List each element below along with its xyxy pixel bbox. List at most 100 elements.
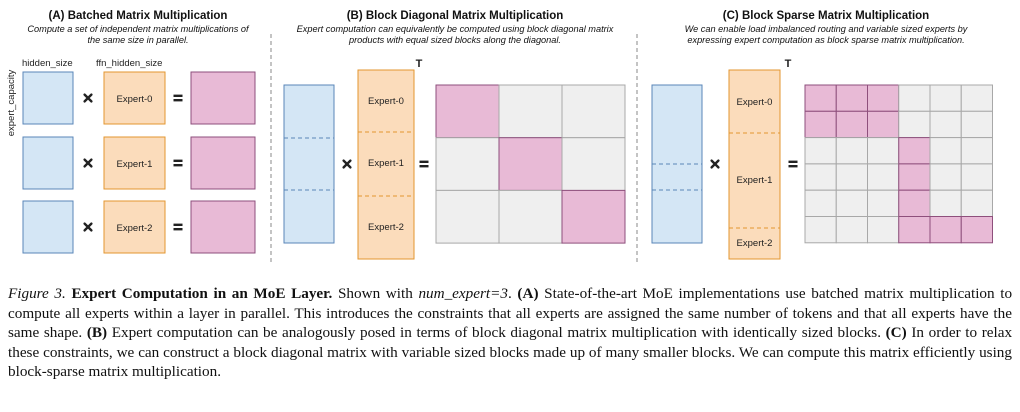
zero-block: [835, 189, 868, 217]
caption-a-text: State-of-the-art MoE implementations use…: [8, 285, 1013, 341]
zero-block: [804, 216, 837, 244]
zero-block: [960, 189, 993, 217]
zero-block: [867, 189, 900, 217]
equals-bar-bottom: [419, 165, 429, 168]
caption-c-label: (C): [885, 324, 907, 341]
expert-label-2: Expert-2: [117, 223, 153, 234]
caption-shown-with: Shown with: [337, 285, 413, 302]
zero-block: [498, 84, 563, 139]
equals-bar-bottom: [173, 228, 183, 231]
expert-label-2: Expert-2: [368, 222, 404, 233]
output-block-0: [190, 71, 256, 125]
nonzero-block: [960, 216, 993, 244]
multiply-icon: [83, 222, 93, 232]
panel-a-subtitle-1: Compute a set of independent matrix mult…: [27, 24, 250, 34]
zero-block: [498, 189, 563, 244]
nonzero-block: [867, 110, 900, 139]
times-stroke-b: [710, 159, 720, 169]
zero-block: [835, 137, 868, 165]
equals-icon: [788, 160, 798, 168]
caption-b-label: (B): [86, 324, 108, 341]
transpose-mark: T: [785, 58, 792, 70]
expert-weight-matrix: [357, 69, 415, 260]
nonzero-block: [898, 216, 931, 244]
zero-block: [561, 84, 626, 139]
panel-b-subtitle-2: products with equal sized blocks along t…: [348, 35, 561, 45]
equals-bar-bottom: [788, 165, 798, 168]
zero-block: [867, 163, 900, 191]
zero-block: [960, 84, 993, 112]
input-block-2: [22, 200, 74, 254]
equals-bar-bottom: [173, 164, 183, 167]
zero-block: [804, 137, 837, 165]
diagonal-block: [435, 84, 500, 139]
caption-variable: num_expert=3: [418, 285, 508, 302]
expert-label-1: Expert-1: [368, 158, 404, 169]
expert-weight-block-0: [103, 71, 166, 125]
expert-weight-block-1: [103, 136, 166, 190]
panel-b-title: (B) Block Diagonal Matrix Multiplication: [347, 10, 564, 22]
zero-block: [561, 137, 626, 191]
input-block-1: [22, 136, 74, 190]
nonzero-block: [835, 84, 868, 112]
zero-block: [929, 84, 962, 112]
nonzero-block: [898, 137, 931, 165]
multiply-icon: [83, 93, 93, 103]
transpose-mark: T: [416, 58, 423, 70]
label-ffn-hidden-size: ffn_hidden_size: [96, 58, 162, 69]
zero-block: [835, 163, 868, 191]
equals-bar-top: [173, 159, 183, 162]
equals-bar-top: [788, 160, 798, 163]
panel-c-subtitle-1: We can enable load imbalanced routing an…: [685, 24, 969, 34]
diagonal-block: [561, 189, 626, 244]
caption-figure-label: Figure 3.: [8, 285, 66, 302]
equals-bar-top: [173, 94, 183, 97]
moe-figure: (A) Batched Matrix Multiplication Comput…: [6, 10, 993, 262]
caption-bold-title: Expert Computation in an MoE Layer.: [71, 285, 333, 302]
equals-icon: [173, 94, 183, 102]
panel-a-subtitle-2: the same size in parallel.: [87, 35, 188, 45]
panel-c-subtitle-2: expressing expert computation as block s…: [687, 35, 964, 45]
panel-c-title: (C) Block Sparse Matrix Multiplication: [723, 10, 929, 22]
zero-block: [929, 137, 962, 165]
zero-block: [835, 216, 868, 244]
zero-block: [435, 137, 500, 191]
expert-label-1: Expert-1: [117, 159, 153, 170]
caption-b-text: Expert computation can be analogously po…: [111, 324, 881, 341]
input-block-0: [22, 71, 74, 125]
nonzero-block: [929, 216, 962, 244]
input-matrix: [283, 84, 335, 244]
panel-a-title: (A) Batched Matrix Multiplication: [49, 10, 228, 22]
expert-label-1: Expert-1: [737, 175, 773, 186]
nonzero-block: [835, 110, 868, 139]
equals-bar-top: [173, 223, 183, 226]
expert-label-0: Expert-0: [117, 94, 153, 105]
multiply-icon: [342, 159, 352, 169]
zero-block: [929, 189, 962, 217]
caption-a-label: (A): [517, 285, 539, 302]
multiply-icon: [710, 159, 720, 169]
zero-block: [898, 110, 931, 139]
output-block-2: [190, 200, 256, 254]
nonzero-block: [804, 84, 837, 112]
label-expert-capacity: expert_capacity: [6, 69, 17, 136]
figure-caption: Figure 3. Expert Computation in an MoE L…: [8, 284, 1012, 382]
diagonal-block: [498, 137, 563, 191]
output-block-1: [190, 136, 256, 190]
zero-block: [960, 163, 993, 191]
equals-icon: [173, 159, 183, 167]
caption-c-text: In order to relax these constraints, we …: [8, 324, 1013, 380]
zero-block: [960, 137, 993, 165]
zero-block: [804, 163, 837, 191]
multiply-icon: [83, 158, 93, 168]
panel-b-subtitle-1: Expert computation can equivalently be c…: [297, 24, 614, 34]
zero-block: [929, 163, 962, 191]
times-stroke-b: [83, 158, 93, 168]
nonzero-block: [898, 163, 931, 191]
expert-weight-block-2: [103, 200, 166, 254]
zero-block: [435, 189, 500, 244]
times-stroke-b: [83, 222, 93, 232]
